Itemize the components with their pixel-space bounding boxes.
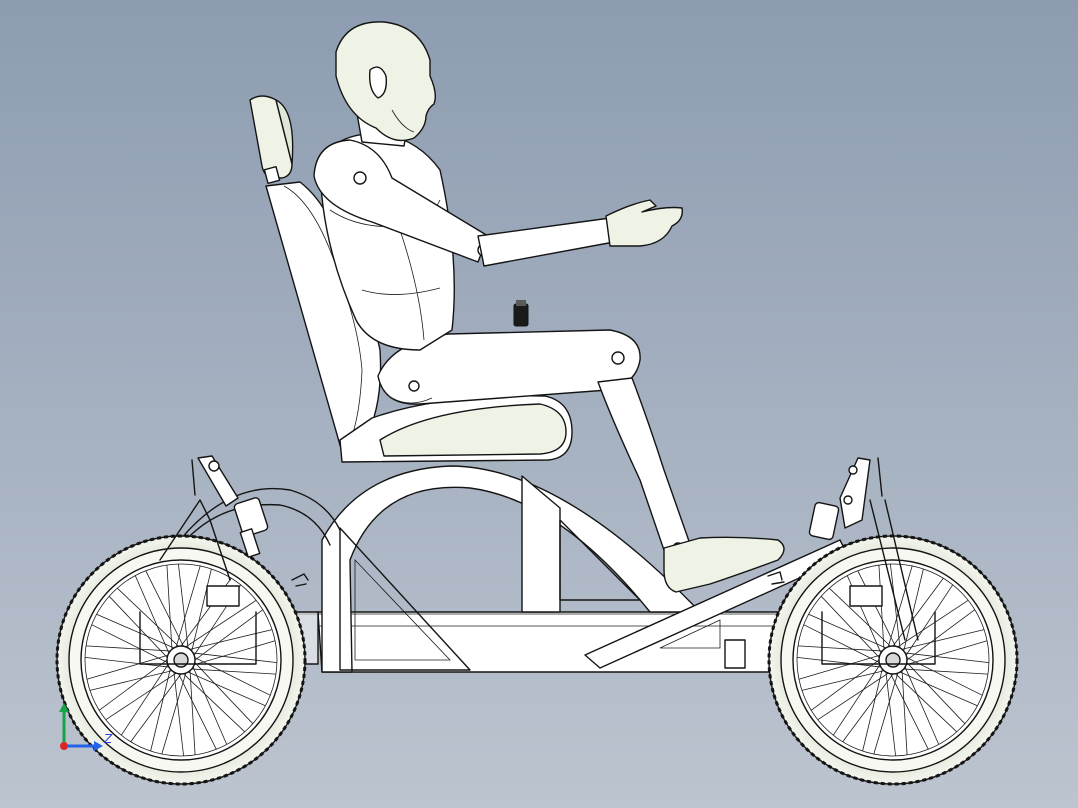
- spoke: [89, 669, 178, 691]
- spoke: [182, 669, 266, 707]
- spoke: [842, 669, 897, 743]
- spoke: [817, 669, 894, 721]
- spoke: [798, 653, 886, 680]
- spoke: [190, 658, 254, 724]
- mannequin: [313, 21, 785, 593]
- spoke: [902, 658, 966, 724]
- forearm: [477, 217, 615, 267]
- y-axis-head: [59, 703, 69, 712]
- spoke: [86, 653, 174, 680]
- spoke: [175, 668, 217, 750]
- spoke: [887, 668, 929, 750]
- spoke: [889, 577, 944, 651]
- spoke: [810, 656, 884, 711]
- triad-origin: [60, 742, 68, 750]
- spoke: [884, 666, 896, 757]
- spoke: [117, 587, 183, 651]
- spoke: [105, 669, 182, 721]
- spoke: [85, 645, 177, 652]
- rear-wheel[interactable]: [55, 534, 307, 786]
- coordinate-triad: Z: [59, 703, 113, 751]
- spoke: [896, 629, 985, 651]
- spoke: [902, 609, 976, 664]
- spoke: [891, 669, 957, 733]
- upper-arm: [313, 139, 489, 263]
- foot: [663, 536, 785, 593]
- spoke: [189, 654, 271, 696]
- spoke: [890, 563, 902, 654]
- spoke: [98, 656, 172, 711]
- rear-suspension: [159, 455, 269, 581]
- spoke: [801, 669, 890, 691]
- ear: [368, 66, 388, 99]
- front-suspension: [808, 457, 919, 641]
- spoke: [180, 599, 257, 651]
- spoke: [178, 563, 190, 654]
- spoke: [130, 669, 185, 743]
- front-spokes: [796, 563, 990, 757]
- spoke: [862, 663, 884, 752]
- spoke: [150, 663, 172, 752]
- rear-spokes: [84, 563, 278, 757]
- seat: [249, 95, 573, 463]
- arch-post: [521, 475, 561, 613]
- spoke: [902, 584, 954, 661]
- spoke: [797, 645, 889, 652]
- spoke: [179, 669, 245, 733]
- front-gusset: [559, 519, 641, 601]
- rear-gusset: [339, 527, 471, 671]
- spoke: [172, 666, 184, 757]
- spoke: [796, 657, 887, 669]
- z-axis-head: [94, 741, 103, 751]
- spoke: [820, 596, 884, 662]
- spoke: [899, 651, 990, 663]
- spoke: [829, 587, 895, 651]
- spoke: [901, 654, 983, 696]
- spoke: [892, 599, 969, 651]
- joystick: [513, 300, 529, 327]
- spoke: [190, 568, 212, 657]
- spoke: [902, 568, 924, 657]
- hand: [605, 199, 683, 247]
- spoke: [857, 570, 899, 652]
- spoke: [96, 613, 180, 651]
- z-axis-label: Z: [103, 732, 113, 746]
- spoke: [120, 659, 172, 736]
- lower-leg: [597, 377, 691, 557]
- spoke: [84, 657, 175, 669]
- front-wheel[interactable]: [767, 534, 1019, 786]
- spoke: [832, 659, 884, 736]
- spoke: [145, 570, 187, 652]
- spoke: [894, 669, 978, 707]
- spoke: [190, 609, 264, 664]
- spoke: [184, 629, 273, 651]
- spoke: [187, 651, 278, 663]
- bottom-rail: [317, 611, 781, 673]
